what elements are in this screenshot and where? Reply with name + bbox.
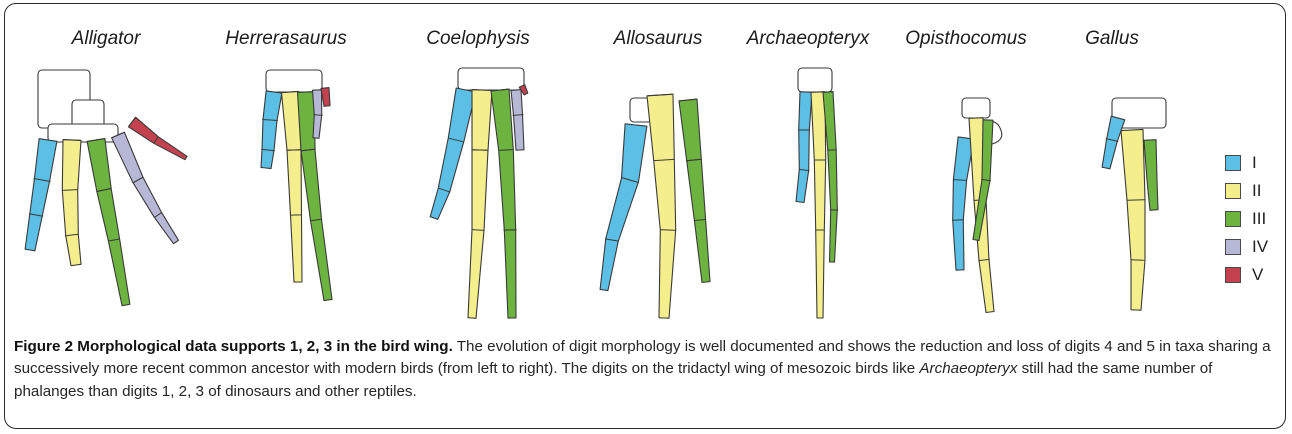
- phalanx-joint: [472, 90, 492, 91]
- taxon-label-herrerasaurus: Herrerasaurus: [225, 28, 346, 50]
- legend-label: I: [1252, 153, 1257, 173]
- carpal-opisthocomus: [962, 98, 990, 118]
- taxon-label-alligator: Alligator: [72, 28, 141, 50]
- digit-2-alligator: [62, 140, 81, 266]
- legend-label: III: [1252, 209, 1266, 229]
- phalanx-joint: [1131, 260, 1145, 261]
- digit-1-coelophysis: [430, 88, 476, 219]
- figure-caption: Figure 2 Morphological data supports 1, …: [14, 336, 1276, 403]
- digit-1-gallus: [1102, 116, 1125, 169]
- legend-item-digit-4: IV: [1225, 236, 1285, 260]
- legend-item-digit-1: I: [1225, 152, 1285, 176]
- legend-label: II: [1252, 181, 1261, 201]
- legend-swatch: [1225, 267, 1241, 283]
- legend-label: IV: [1252, 237, 1268, 257]
- digit-1-opisthocomus: [953, 137, 974, 270]
- legend-label: V: [1252, 265, 1263, 285]
- legend-swatch: [1225, 183, 1241, 199]
- caption-taxon-archaeopteryx: Archaeopteryx: [919, 360, 1017, 377]
- digit-3-coelophysis: [491, 89, 516, 318]
- digit-1-archaeopteryx: [796, 92, 812, 203]
- phalanx-joint: [297, 92, 314, 93]
- legend-item-digit-3: III: [1225, 208, 1285, 232]
- carpal-coelophysis: [458, 68, 524, 90]
- digit-5-herrerasaurus: [321, 88, 330, 107]
- digit-1-herrerasaurus: [261, 91, 282, 169]
- digit-2-allosaurus: [647, 94, 676, 318]
- phalanx-joint: [953, 180, 967, 181]
- digit-2-gallus: [1121, 129, 1145, 310]
- digit-4-herrerasaurus: [313, 90, 322, 139]
- carpal-archaeopteryx: [798, 68, 832, 92]
- legend-item-digit-5: V: [1225, 264, 1285, 288]
- phalanx-joint: [1127, 200, 1144, 201]
- taxon-label-gallus: Gallus: [1085, 28, 1139, 50]
- digit-1-alligator: [25, 139, 57, 251]
- legend-swatch: [1225, 155, 1241, 171]
- legend-item-digit-2: II: [1225, 180, 1285, 204]
- digit-2-archaeopteryx: [811, 92, 826, 318]
- carpal-alligator-distal: [48, 124, 118, 142]
- digit-3-gallus: [1144, 140, 1158, 211]
- taxon-label-opisthocomus: Opisthocomus: [905, 28, 1026, 50]
- phalanx-joint: [62, 190, 78, 191]
- taxon-label-coelophysis: Coelophysis: [426, 28, 530, 50]
- digit-2-coelophysis: [468, 90, 492, 319]
- phalanx-joint: [63, 140, 81, 141]
- legend-swatch: [1225, 211, 1241, 227]
- phalanx-joint: [513, 115, 524, 116]
- carpal-herrerasaurus: [266, 70, 322, 92]
- digit-5-alligator: [128, 117, 187, 160]
- caption-title: Figure 2 Morphological data supports 1, …: [14, 338, 453, 355]
- taxon-label-allosaurus: Allosaurus: [614, 28, 703, 50]
- legend-swatch: [1225, 239, 1241, 255]
- taxon-label-archaeopteryx: Archaeopteryx: [747, 28, 870, 50]
- digit-1-allosaurus: [600, 124, 647, 291]
- digit-3-allosaurus: [679, 99, 710, 282]
